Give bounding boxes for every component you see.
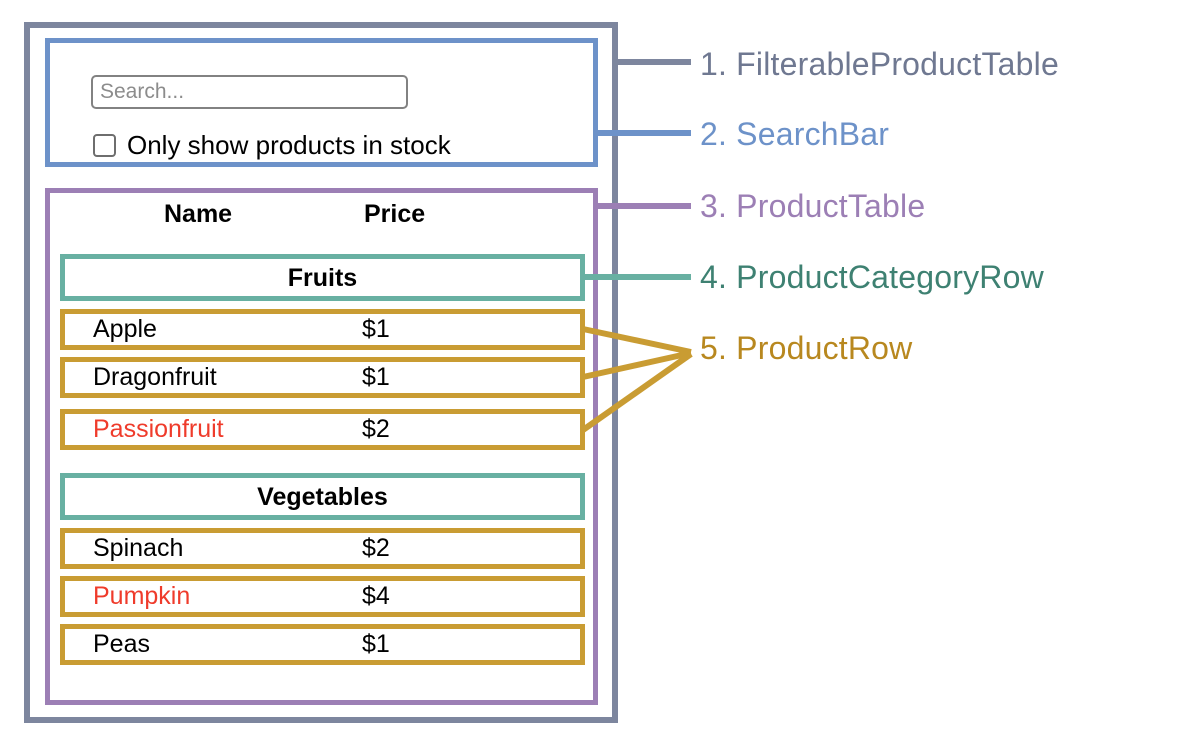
product-price: $2 — [362, 415, 390, 443]
column-header-name: Name — [164, 200, 233, 228]
callout-label-product-category-row: 4. ProductCategoryRow — [700, 259, 1044, 295]
product-row: Dragonfruit $1 — [60, 357, 585, 398]
only-in-stock-checkbox[interactable] — [93, 133, 116, 157]
product-name: Spinach — [93, 534, 184, 562]
product-name: Passionfruit — [93, 415, 224, 443]
only-in-stock-label: Only show products in stock — [127, 130, 451, 160]
callout-label-search-bar: 2. SearchBar — [700, 116, 890, 152]
in-stock-filter-row[interactable]: Only show products in stock — [93, 130, 451, 160]
product-row: Peas $1 — [60, 624, 585, 665]
search-bar-boundary — [45, 38, 598, 167]
product-price: $1 — [362, 630, 390, 658]
product-category-row: Vegetables — [60, 473, 585, 520]
product-row: Pumpkin $4 — [60, 576, 585, 617]
product-price: $2 — [362, 534, 390, 562]
product-category-label: Fruits — [287, 264, 358, 292]
product-price: $4 — [362, 582, 390, 610]
callout-label-product-table: 3. ProductTable — [700, 188, 926, 224]
product-name: Pumpkin — [93, 582, 191, 610]
product-row: Passionfruit $2 — [60, 409, 585, 450]
product-name: Peas — [93, 630, 150, 658]
column-header-price: Price — [364, 200, 426, 228]
product-price: $1 — [362, 315, 390, 343]
product-table-boundary — [45, 188, 598, 705]
search-input[interactable] — [91, 75, 408, 109]
product-price: $1 — [362, 363, 390, 391]
product-name: Dragonfruit — [93, 363, 217, 391]
product-name: Apple — [93, 315, 157, 343]
callout-label-product-row: 5. ProductRow — [700, 330, 913, 366]
product-category-label: Vegetables — [257, 483, 388, 511]
product-category-row: Fruits — [60, 254, 585, 301]
product-row: Spinach $2 — [60, 528, 585, 569]
product-row: Apple $1 — [60, 309, 585, 350]
callout-label-filterable-product-table: 1. FilterableProductTable — [700, 46, 1059, 82]
product-table-header-row: Name Price — [60, 200, 580, 238]
